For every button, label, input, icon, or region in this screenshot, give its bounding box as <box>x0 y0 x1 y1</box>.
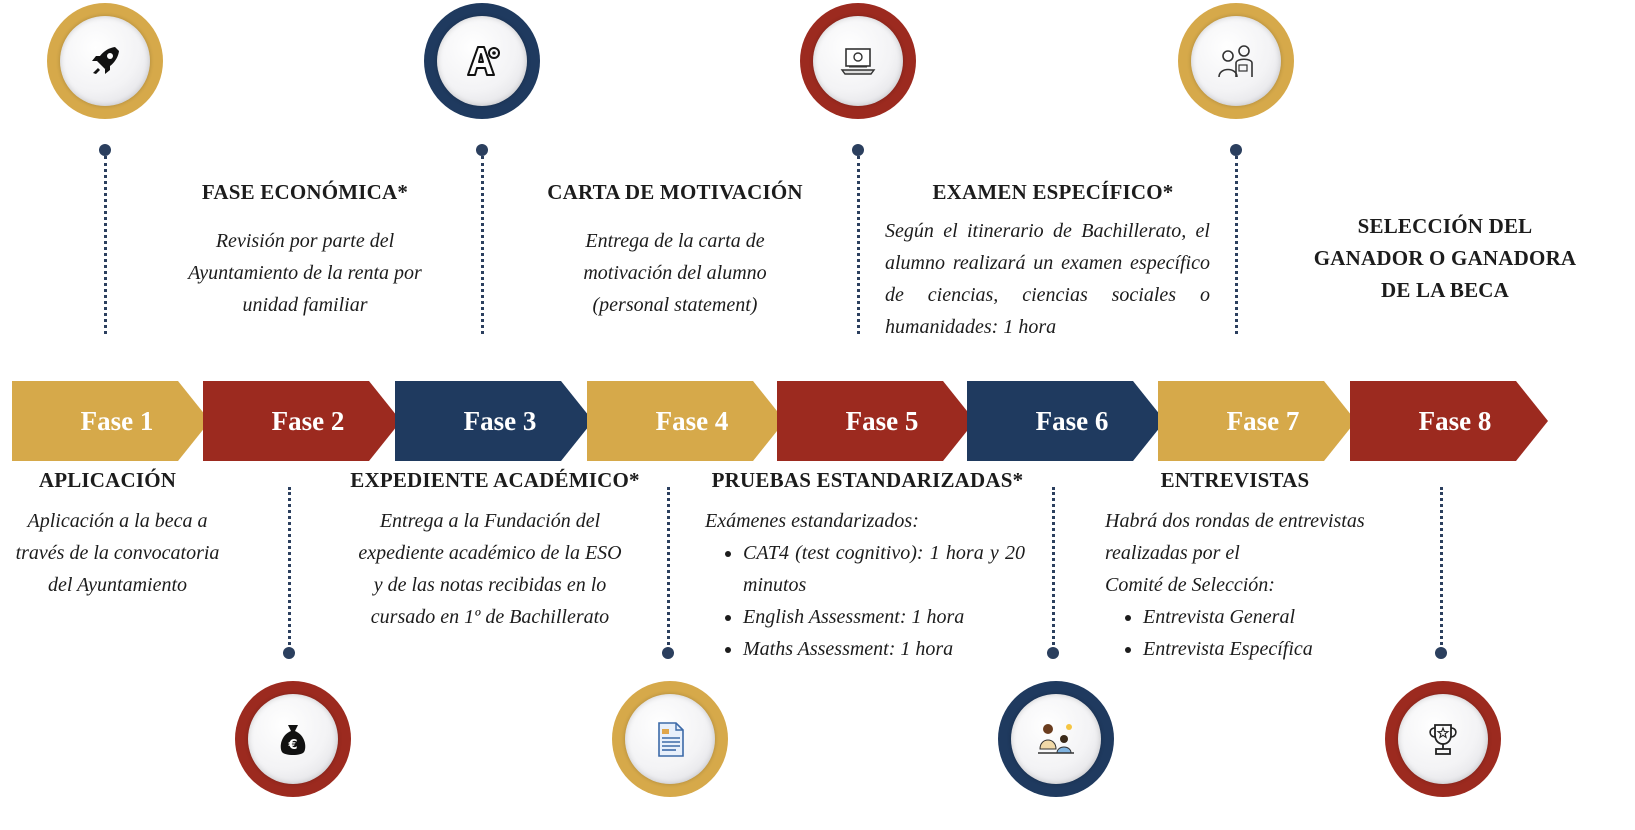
phase-5-chevron: Fase 5 <box>777 381 975 461</box>
phase-1-icon-circle <box>47 3 163 119</box>
phase-7-bullet: Entrevista General <box>1143 601 1415 633</box>
phase-8-connector-dot <box>1435 647 1447 659</box>
trophy-icon <box>1429 724 1457 755</box>
phase-5-connector <box>857 156 860 334</box>
phase-7-title: ENTREVISTAS <box>1160 468 1310 492</box>
phase-5-bullet: English Assessment: 1 hora <box>743 601 1025 633</box>
rocket-icon <box>92 47 119 74</box>
phase-7-icon-circle <box>1178 3 1294 119</box>
phase-7-bullet: Entrevista Específica <box>1143 633 1415 665</box>
phase-3-description: Entrega a la Fundación del expediente ac… <box>358 510 622 628</box>
phase-5-connector-dot <box>852 144 864 156</box>
phase-6-icon-circle <box>998 681 1114 797</box>
phase-6-label: Fase 6 <box>1035 406 1109 436</box>
phase-2-title: FASE ECONÓMICA* <box>201 180 409 204</box>
document-icon <box>658 722 684 757</box>
phase-2-icon-circle: € <box>235 681 351 797</box>
laptop-exam-icon <box>840 48 876 75</box>
phase-3-connector <box>481 156 484 334</box>
phase-5-label: Fase 5 <box>845 406 919 436</box>
phase-5-title: PRUEBAS ESTANDARIZADAS* <box>711 468 1024 492</box>
phase-6-connector <box>1052 487 1055 645</box>
phase-3-label: Fase 3 <box>463 406 537 436</box>
phase-8-title: SELECCIÓN DEL GANADOR O GANADORA DE LA B… <box>1313 214 1577 302</box>
phase-1-description: Aplicación a la beca a través de la conv… <box>15 510 220 596</box>
phase-7-chevron: Fase 7 <box>1158 381 1356 461</box>
phase-2-chevron: Fase 2 <box>203 381 401 461</box>
phase-4-connector-dot <box>662 647 674 659</box>
phase-6-chevron: Fase 6 <box>967 381 1165 461</box>
phase-1-chevron: Fase 1 <box>12 381 210 461</box>
phase-3-title: EXPEDIENTE ACADÉMICO* <box>350 468 640 492</box>
phase-5-icon-circle <box>800 3 916 119</box>
phase-4-title: CARTA DE MOTIVACIÓN <box>547 180 803 204</box>
phase-8-connector <box>1440 487 1443 645</box>
money-bag-euro-icon: € <box>280 725 306 755</box>
phase-2-description: Revisión por parte del Ayuntamiento de l… <box>188 230 422 316</box>
phase-8-icon-circle <box>1385 681 1501 797</box>
phase-2-connector-dot <box>283 647 295 659</box>
phase-1-title: APLICACIÓN <box>38 468 177 492</box>
teacher-student-icon <box>1038 724 1074 754</box>
phase-5-bullet: Maths Assessment: 1 hora <box>743 633 1025 665</box>
phase-7-label: Fase 7 <box>1226 406 1300 436</box>
phase-1-connector <box>104 156 107 334</box>
phase-4-description: Entrega de la carta de motivación del al… <box>583 230 767 316</box>
phase-7-connector-dot <box>1230 144 1242 156</box>
phase-8-label: Fase 8 <box>1418 406 1492 436</box>
phase-6-connector-dot <box>1047 647 1059 659</box>
phase-8-chevron: Fase 8 <box>1350 381 1548 461</box>
phase-6-title: EXAMEN ESPECÍFICO* <box>932 180 1174 204</box>
grade-a-icon <box>467 46 500 76</box>
phase-3-chevron: Fase 3 <box>395 381 593 461</box>
phase-6-description: Según el itinerario de Bachillerato, el … <box>885 220 1210 338</box>
phase-4-chevron: Fase 4 <box>587 381 785 461</box>
phase-3-connector-dot <box>476 144 488 156</box>
phase-1-connector-dot <box>99 144 111 156</box>
phase-1-label: Fase 1 <box>80 406 154 436</box>
phase-2-label: Fase 2 <box>271 406 345 436</box>
phase-7-description: Habrá dos rondas de entrevistas realizad… <box>1105 505 1415 665</box>
phase-5-bullet: CAT4 (test cognitivo): 1 hora y 20 minut… <box>743 537 1025 601</box>
phase-4-icon-circle <box>612 681 728 797</box>
phase-4-label: Fase 4 <box>655 406 729 436</box>
interview-icon <box>1218 45 1253 78</box>
phase-5-description: Exámenes estandarizados: CAT4 (test cogn… <box>705 505 1025 665</box>
svg-text:€: € <box>287 738 297 753</box>
phase-4-connector <box>667 487 670 645</box>
phase-2-connector <box>288 487 291 645</box>
phase-3-icon-circle <box>424 3 540 119</box>
phase-7-connector <box>1235 156 1238 334</box>
